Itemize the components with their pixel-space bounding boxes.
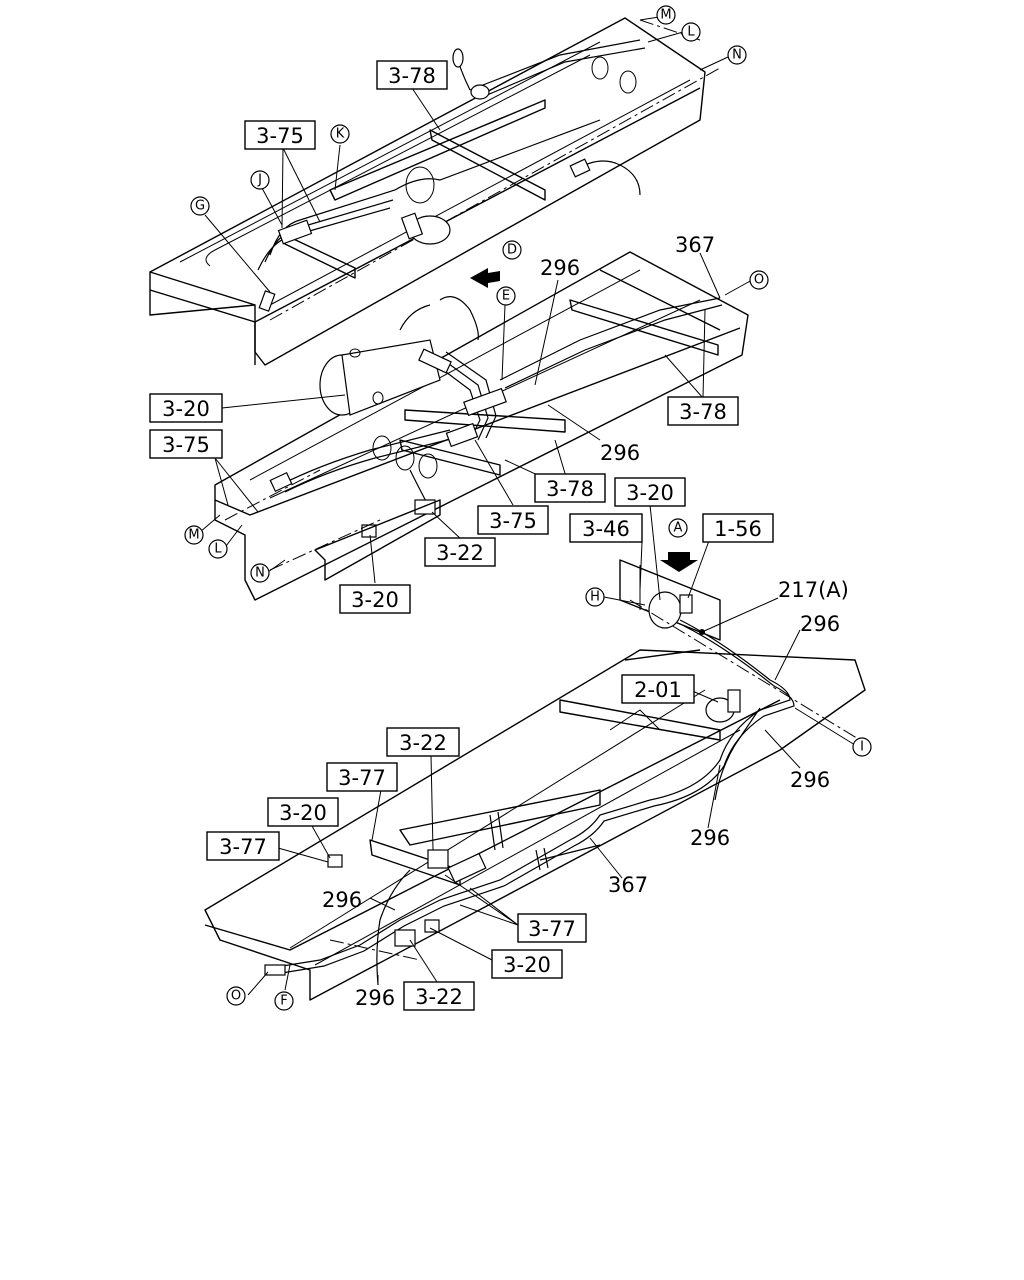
ref-box: 2-01 <box>621 674 695 704</box>
part-numbers: 296 367 296 217(A) 296 296 296 367 296 2… <box>322 233 849 1010</box>
ref-box: 3-77 <box>206 831 280 861</box>
svg-text:L: L <box>687 25 695 40</box>
part-number: 217(A) <box>778 578 849 602</box>
ref-box: 3-22 <box>403 981 475 1011</box>
ref-box: 3-22 <box>386 727 460 757</box>
part-number: 367 <box>608 873 648 897</box>
svg-text:A: A <box>674 521 683 536</box>
connection-marker: L <box>681 22 701 42</box>
connection-marker: N <box>250 563 270 583</box>
ref-box: 3-20 <box>149 393 223 423</box>
part-number: 296 <box>600 441 640 465</box>
part-number: 296 <box>690 826 730 850</box>
svg-text:O: O <box>231 989 241 1004</box>
svg-text:3-20: 3-20 <box>162 397 210 421</box>
middle-frame-drawing <box>214 251 749 601</box>
svg-text:2-01: 2-01 <box>634 678 682 702</box>
svg-text:F: F <box>280 994 287 1009</box>
svg-text:3-22: 3-22 <box>415 985 463 1009</box>
svg-text:3-20: 3-20 <box>626 481 674 505</box>
svg-text:3-46: 3-46 <box>582 517 630 541</box>
svg-text:3-78: 3-78 <box>388 64 436 88</box>
svg-text:3-77: 3-77 <box>528 917 576 941</box>
svg-text:3-78: 3-78 <box>546 477 594 501</box>
svg-text:M: M <box>188 528 199 543</box>
connection-marker: H <box>585 587 605 607</box>
svg-text:3-75: 3-75 <box>256 124 304 148</box>
lower-frame-drawing <box>204 552 866 1001</box>
connection-marker: D <box>502 240 522 260</box>
ref-box: 3-22 <box>424 537 496 567</box>
svg-text:3-22: 3-22 <box>436 541 484 565</box>
svg-text:J: J <box>257 173 262 188</box>
ref-box: 3-20 <box>491 949 563 979</box>
svg-text:1-56: 1-56 <box>714 517 762 541</box>
svg-text:3-20: 3-20 <box>503 953 551 977</box>
connection-marker: O <box>226 986 246 1006</box>
connection-marker: A <box>668 518 688 538</box>
connection-marker: M <box>656 5 676 25</box>
ref-box: 1-56 <box>702 513 774 543</box>
svg-text:3-75: 3-75 <box>162 433 210 457</box>
connection-marker: E <box>496 286 516 306</box>
leader-lines <box>199 14 856 996</box>
connection-marker: O <box>749 270 769 290</box>
ref-box: 3-75 <box>149 429 223 459</box>
ref-box: 3-75 <box>477 505 549 535</box>
part-number: 296 <box>540 256 580 280</box>
svg-text:3-20: 3-20 <box>279 801 327 825</box>
part-number: 296 <box>800 612 840 636</box>
connection-marker: F <box>274 991 294 1011</box>
ref-box: 3-20 <box>339 584 411 614</box>
ref-box: 3-78 <box>667 396 739 426</box>
svg-text:3-22: 3-22 <box>399 731 447 755</box>
part-number: 296 <box>790 768 830 792</box>
svg-text:K: K <box>336 127 345 142</box>
svg-text:I: I <box>860 740 864 755</box>
connection-marker: N <box>727 45 747 65</box>
part-number: 367 <box>675 233 715 257</box>
ref-box: 3-20 <box>614 477 686 507</box>
svg-text:3-20: 3-20 <box>351 588 399 612</box>
svg-text:H: H <box>590 590 600 605</box>
svg-text:D: D <box>507 243 517 258</box>
svg-text:M: M <box>660 8 671 23</box>
svg-text:3-77: 3-77 <box>219 835 267 859</box>
ref-box: 3-77 <box>326 762 398 792</box>
svg-text:3-78: 3-78 <box>679 400 727 424</box>
svg-text:3-77: 3-77 <box>338 766 386 790</box>
part-number: 296 <box>322 888 362 912</box>
connection-marker: I <box>852 737 872 757</box>
connection-marker: L <box>208 539 228 559</box>
connection-marker: M <box>184 525 204 545</box>
upper-frame-drawing <box>149 17 721 366</box>
svg-text:O: O <box>754 273 764 288</box>
ref-box: 3-75 <box>244 120 316 150</box>
svg-text:N: N <box>255 566 265 581</box>
connection-marker: G <box>190 196 210 216</box>
svg-text:L: L <box>214 542 222 557</box>
part-number: 296 <box>355 986 395 1010</box>
svg-text:3-75: 3-75 <box>489 509 537 533</box>
ref-box: 3-78 <box>534 473 606 503</box>
svg-text:G: G <box>195 199 205 214</box>
reference-boxes: 3-78 3-75 3-20 3-75 3-78 3-78 3-75 3-22 … <box>149 60 774 1011</box>
ref-box: 3-46 <box>569 513 643 543</box>
ref-box: 3-77 <box>517 913 587 943</box>
connection-marker: J <box>250 170 270 190</box>
ref-box: 3-20 <box>267 797 339 827</box>
svg-text:E: E <box>502 289 510 304</box>
svg-text:N: N <box>732 48 742 63</box>
connection-markers: M L N K J G D E O M L N A H I O F <box>184 5 872 1011</box>
ref-box: 3-78 <box>376 60 448 90</box>
connection-marker: K <box>330 124 350 144</box>
